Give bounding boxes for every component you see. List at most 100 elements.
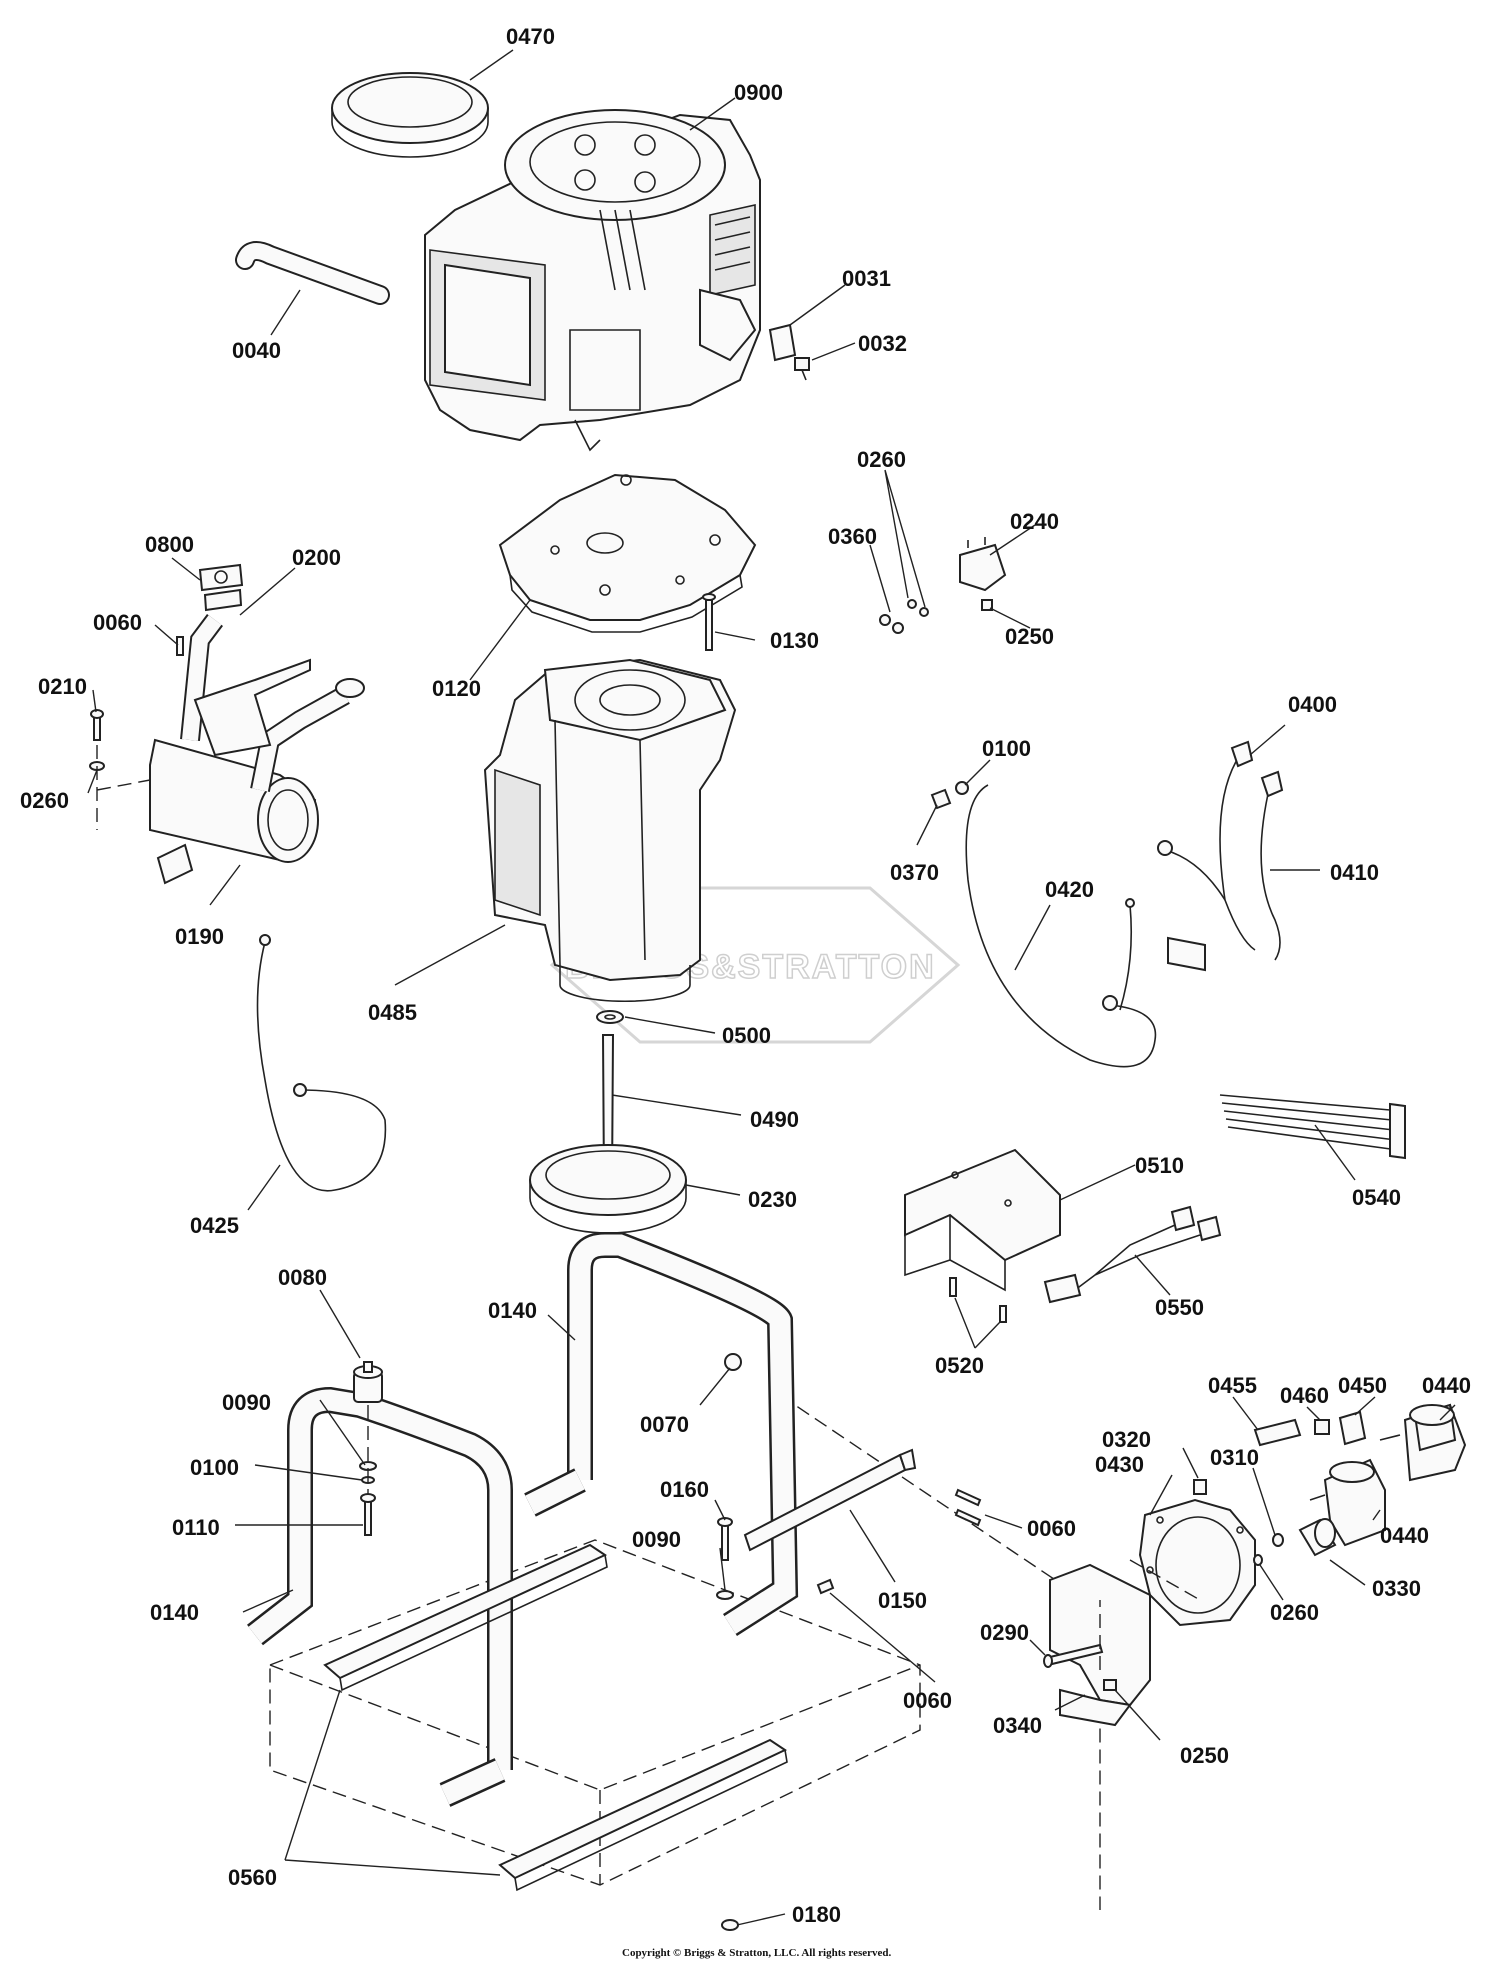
solenoid-valve-0440-upper[interactable] [1379,1403,1467,1482]
isolator-0080[interactable] [353,1361,383,1403]
screws-0520[interactable] [949,1277,1007,1323]
breather-hose-0040[interactable] [235,241,390,305]
label-0230: 0230 [748,1187,797,1212]
copyright-notice: Copyright © Briggs & Stratton, LLC. All … [622,1947,892,1959]
leads-0540[interactable] [1219,1094,1406,1160]
label-0490: 0490 [750,1107,799,1132]
washer-0310[interactable] [1272,1533,1284,1547]
screws-0060-frame[interactable] [954,1488,982,1527]
label-0800: 0800 [145,532,194,557]
bolt-0160[interactable] [717,1517,733,1561]
screw-0250-switch[interactable] [981,599,993,611]
label-0440: 0440 [1380,1523,1429,1548]
label-0290: 0290 [980,1620,1029,1645]
engine-0900[interactable] [424,109,761,452]
label-0140: 0140 [488,1298,537,1323]
nut-0180[interactable] [721,1919,739,1931]
label-0140: 0140 [150,1600,199,1625]
frame-0140-left[interactable] [247,1386,513,1807]
label-0370: 0370 [890,860,939,885]
nut-0070[interactable] [724,1353,742,1371]
sleeve-0455[interactable] [1253,1418,1302,1447]
label-0250: 0250 [1180,1743,1229,1768]
cover-0510[interactable] [904,1148,1061,1292]
label-0485: 0485 [368,1000,417,1025]
fitting-0330[interactable] [1298,1518,1337,1557]
label-0455: 0455 [1208,1373,1257,1398]
label-0430: 0430 [1095,1452,1144,1477]
label-0540: 0540 [1352,1185,1401,1210]
washer-0500[interactable] [596,1010,624,1024]
label-0070: 0070 [640,1412,689,1437]
ground-wire-0425[interactable] [256,934,387,1192]
label-0470: 0470 [506,24,555,49]
label-0210: 0210 [38,674,87,699]
bolt-0210[interactable] [90,709,104,741]
washers-0260-switch[interactable] [907,599,929,617]
ring-0230[interactable] [529,1144,687,1234]
label-0031: 0031 [842,266,891,291]
switch-0240[interactable] [959,537,1007,592]
bolt-0110[interactable] [360,1493,376,1536]
label-0330: 0330 [1372,1576,1421,1601]
label-0500: 0500 [722,1023,771,1048]
label-0420: 0420 [1045,877,1094,902]
harness-0550[interactable] [1043,1205,1222,1304]
label-0080: 0080 [278,1265,327,1290]
label-0200: 0200 [292,545,341,570]
rails-0560[interactable] [323,1543,788,1892]
harness-0410[interactable] [1157,740,1284,972]
fitting-0320[interactable] [1193,1479,1207,1495]
fitting-0450[interactable] [1338,1410,1367,1446]
adapter-plate-0120[interactable] [498,473,757,633]
label-0060: 0060 [903,1688,952,1713]
label-0100: 0100 [190,1455,239,1480]
label-0320: 0320 [1102,1427,1151,1452]
label-0440: 0440 [1422,1373,1471,1398]
leader-lines [87,49,1456,1926]
frame-0140-right[interactable] [524,1232,799,1636]
generator-0485[interactable] [483,658,737,1003]
fitting-0460[interactable] [1314,1419,1330,1435]
label-0120: 0120 [432,676,481,701]
label-0260: 0260 [20,788,69,813]
label-0400: 0400 [1288,692,1337,717]
label-0100: 0100 [982,736,1031,761]
washer-0260-fuel[interactable] [1253,1554,1263,1566]
label-0240: 0240 [1010,509,1059,534]
label-0150: 0150 [878,1588,927,1613]
label-0130: 0130 [770,628,819,653]
label-0900: 0900 [734,80,783,105]
regulator-0430[interactable] [1138,1498,1256,1627]
part-labels: 0470 0900 0031 0032 0040 0260 0360 0240 … [20,24,1471,1927]
exhaust-pipe-0200[interactable] [180,614,365,792]
muffler-0190[interactable] [149,738,319,885]
label-0250: 0250 [1005,624,1054,649]
label-0090: 0090 [222,1390,271,1415]
label-0450: 0450 [1338,1373,1387,1398]
label-0520: 0520 [935,1353,984,1378]
bolt-0130[interactable] [702,593,716,651]
screw-0060-muffler[interactable] [176,636,184,656]
nut-0250-bracket[interactable] [1103,1679,1117,1691]
label-0360: 0360 [828,524,877,549]
screw-0060-brace[interactable] [816,1578,835,1595]
bolt-0290[interactable] [1043,1643,1104,1668]
cross-brace-0150[interactable] [743,1448,917,1552]
screw-0032[interactable] [794,357,810,381]
terminal-0370[interactable] [930,788,952,810]
gasket-0800[interactable] [198,563,244,612]
label-0550: 0550 [1155,1295,1204,1320]
label-0425: 0425 [190,1213,239,1238]
label-0060: 0060 [1027,1516,1076,1541]
bracket-0031[interactable] [768,323,797,362]
label-0310: 0310 [1210,1445,1259,1470]
washer-0090-right[interactable] [716,1590,734,1600]
wire-0420[interactable] [965,784,1157,1068]
label-0260: 0260 [857,447,906,472]
seal-ring-0470[interactable] [331,72,489,158]
nuts-0360[interactable] [879,614,904,634]
label-0410: 0410 [1330,860,1379,885]
label-0190: 0190 [175,924,224,949]
label-0180: 0180 [792,1902,841,1927]
